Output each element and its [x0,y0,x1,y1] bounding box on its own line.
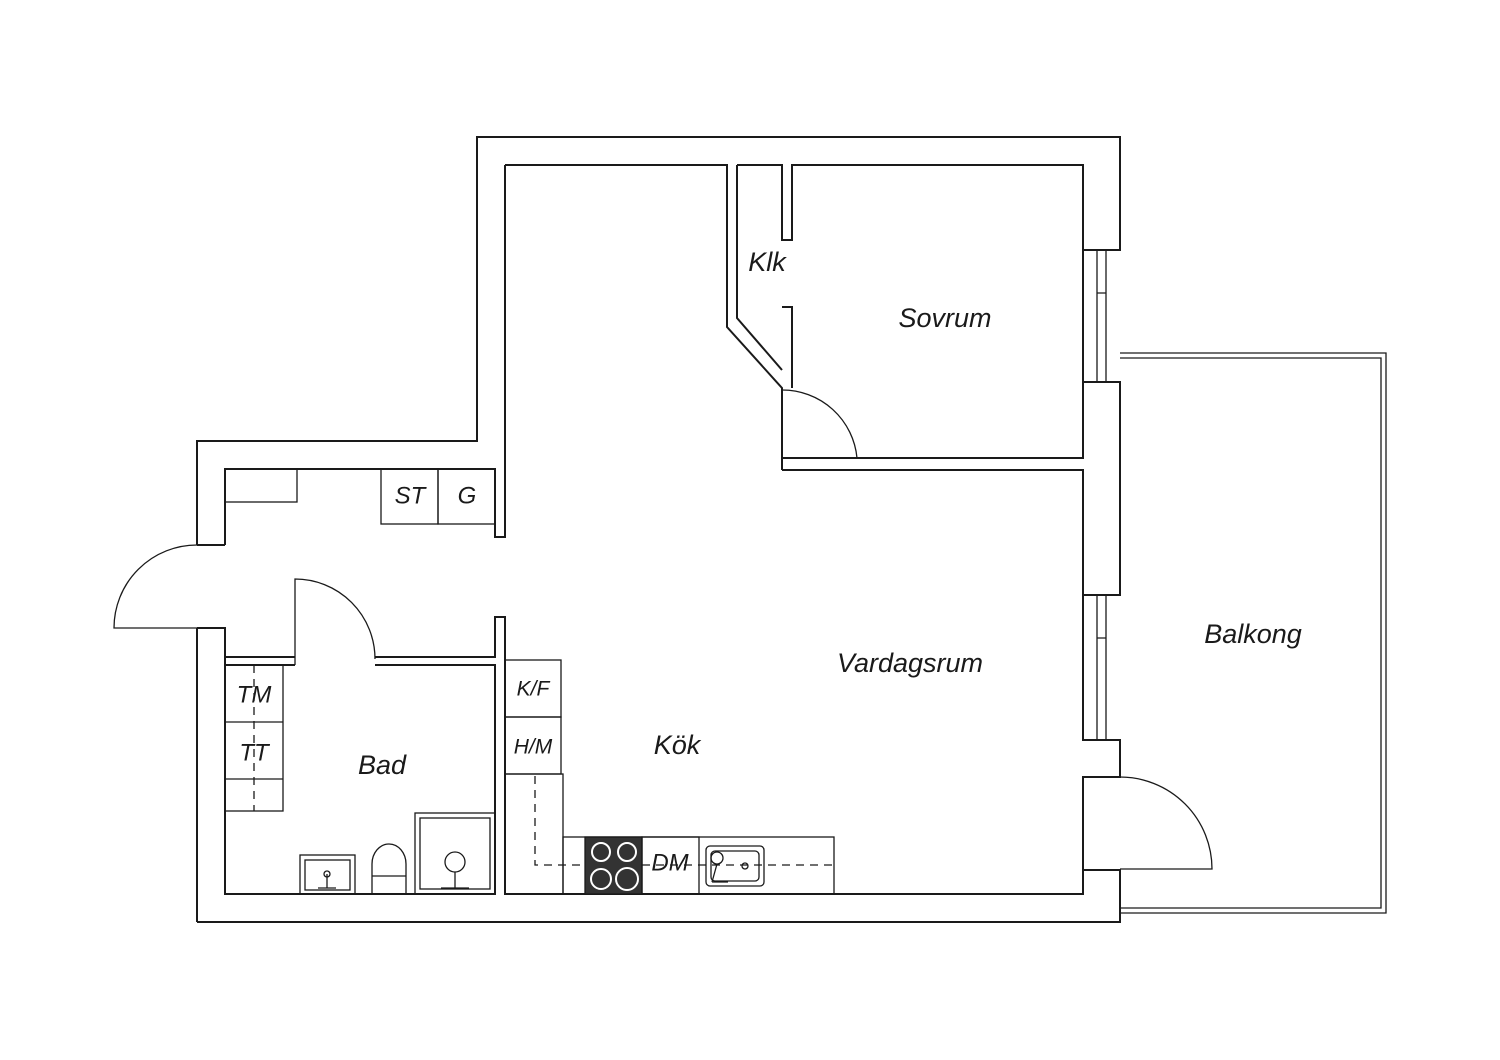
shelf-unit [224,468,298,503]
room-label-sovrum: Sovrum [898,303,991,333]
fixture-label-hm: H/M [514,736,553,759]
kitchen-sink-bowl [710,850,760,882]
bedroom-door [781,389,858,459]
outer-wall [196,136,1121,923]
stove-burner-4 [615,867,639,891]
counter-axis [534,776,832,866]
entrance-door [113,544,198,629]
closet-wall [736,164,1084,388]
fixture-label-tt: TT [239,739,271,766]
room-label-klk: Klk [748,247,787,277]
kitchen-sink-drain-1 [710,851,724,865]
shower-tray [414,812,496,895]
window-living [1096,595,1107,740]
inner-wall-west [224,164,783,895]
dishwasher [641,836,700,895]
fixture-label-g: G [458,482,477,509]
shower-mixer [441,872,469,889]
room-label-kok: Kök [654,730,702,760]
window-bedroom [1096,250,1107,382]
room-label-balkong: Balkong [1204,619,1302,649]
fixture-label-st: ST [395,482,428,509]
room-labels: Klk Sovrum Vardagsrum Kök Bad Balkong [358,247,1302,780]
fixture-label-tm: TM [237,681,272,708]
fixture-labels: ST G TM TT K/F H/M DM [237,482,689,876]
hall-wall [196,441,295,658]
counter-west [504,773,564,895]
kitchen-sink [705,845,765,887]
room-label-bad: Bad [358,750,407,780]
sink-basin [304,859,351,891]
sink-tap-icon [318,874,336,889]
fixture-label-dm: DM [651,849,688,876]
stove-burner-3 [590,868,612,890]
bath-top-wall [375,616,1084,895]
bath-door [294,578,376,665]
bathroom-fixtures [224,664,496,895]
kitchen-sink-drain-2 [741,862,749,870]
fixture-label-kf: K/F [517,678,551,701]
toilet-icon [371,843,407,895]
hall-storage [224,468,496,525]
shower-head-icon [444,851,466,873]
walls [196,136,1121,923]
room-label-vardagsrum: Vardagsrum [837,648,983,678]
balcony-outline [1120,352,1387,914]
wardrobe-g [437,468,496,525]
stove-burner-2 [617,842,637,862]
balcony-door [1119,776,1213,870]
shower-inner [419,817,491,890]
kitchen-tap-icon [711,863,728,883]
sink-cabinet [299,854,356,895]
balcony [1120,352,1387,914]
stove-burner-1 [591,842,611,862]
bedroom-south-wall [782,382,1084,595]
doors [113,389,1213,870]
sink-tap-head [323,870,331,878]
kitchen-fixtures [504,659,835,895]
